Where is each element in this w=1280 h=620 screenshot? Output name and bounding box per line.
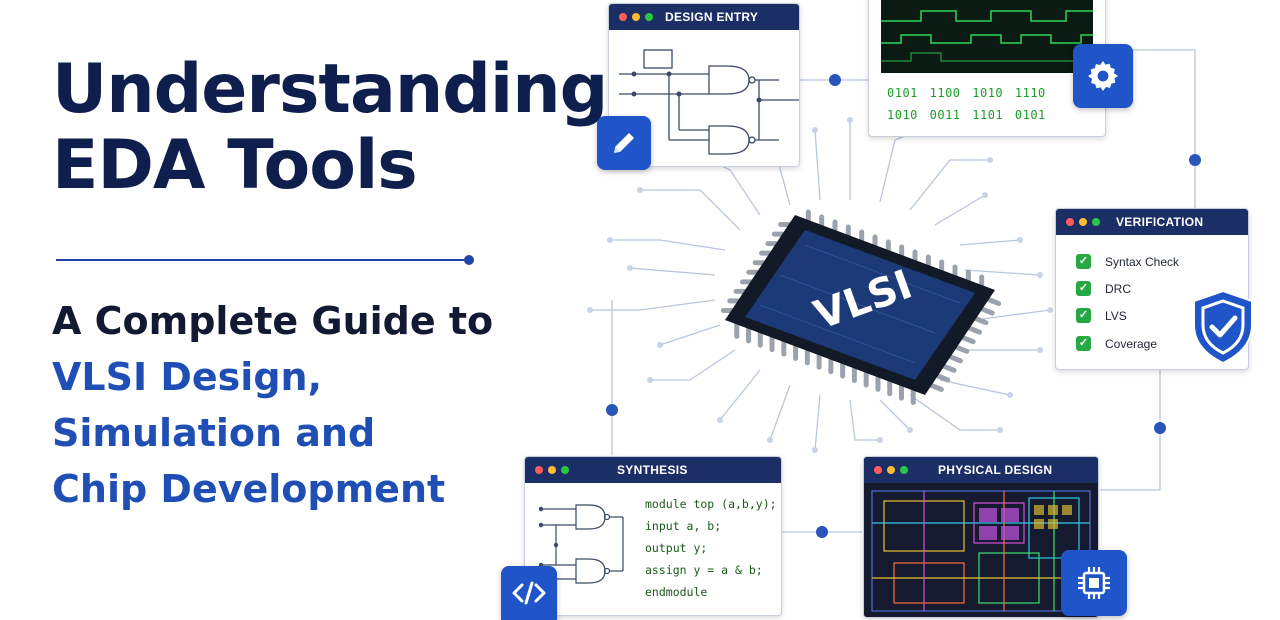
- title-line-1: Understanding: [52, 50, 608, 129]
- design-entry-titlebar: DESIGN ENTRY: [609, 4, 799, 30]
- design-entry-window: DESIGN ENTRY: [608, 3, 800, 167]
- verification-window: VERIFICATION ✓Syntax Check ✓DRC ✓LVS ✓Co…: [1055, 208, 1249, 370]
- chip-pin: [935, 373, 951, 383]
- chip-pin: [941, 363, 957, 373]
- title-line-2: EDA Tools: [52, 126, 418, 205]
- subtitle-line-2: VLSI Design,: [52, 355, 323, 399]
- code-line-3: output y;: [645, 541, 708, 555]
- title-divider: [56, 259, 468, 261]
- page-title: Understanding EDA Tools: [52, 50, 608, 205]
- cpu-icon: [1061, 550, 1127, 616]
- chip-pin: [954, 344, 970, 354]
- subtitle-line-3: Simulation and: [52, 411, 376, 455]
- subtitle: A Complete Guide to VLSI Design, Simulat…: [52, 293, 493, 517]
- check-item-coverage: ✓Coverage: [1076, 336, 1157, 351]
- pencil-icon: [597, 116, 651, 170]
- synthesis-window: SYNTHESIS module top (a,b,y); input a, b…: [524, 456, 782, 616]
- code-line-1: module top (a,b,y);: [645, 497, 777, 511]
- waveform-display: [881, 0, 1093, 73]
- subtitle-line-4: Chip Development: [52, 467, 446, 511]
- shield-check-icon: [1193, 289, 1253, 365]
- check-icon: ✓: [1076, 308, 1091, 323]
- code-line-5: endmodule: [645, 585, 708, 599]
- code-line-4: assign y = a & b;: [645, 563, 763, 577]
- physical-design-titlebar: PHYSICAL DESIGN: [864, 457, 1098, 483]
- physical-design-title: PHYSICAL DESIGN: [938, 463, 1053, 477]
- verification-titlebar: VERIFICATION: [1056, 209, 1248, 235]
- chip-pin: [979, 306, 995, 316]
- gear-icon: [1073, 44, 1133, 108]
- check-item-syntax: ✓Syntax Check: [1076, 254, 1179, 269]
- synthesis-title: SYNTHESIS: [617, 463, 688, 477]
- binary-row-2: 1010 0011 1101 0101: [887, 108, 1046, 122]
- chip-pin: [928, 382, 944, 392]
- design-entry-title: DESIGN ENTRY: [665, 10, 759, 24]
- divider-dot: [464, 255, 474, 265]
- check-item-lvs: ✓LVS: [1076, 308, 1127, 323]
- check-icon: ✓: [1076, 281, 1091, 296]
- check-icon: ✓: [1076, 254, 1091, 269]
- subtitle-line-1: A Complete Guide to: [52, 299, 494, 343]
- gate-schematic: [619, 49, 799, 155]
- code-icon: [501, 566, 557, 620]
- vlsi-chip: VLSI: [720, 209, 1002, 405]
- synthesis-titlebar: SYNTHESIS: [525, 457, 781, 483]
- chip-pin: [947, 354, 963, 364]
- chip-pin: [960, 335, 976, 345]
- check-item-drc: ✓DRC: [1076, 281, 1131, 296]
- verification-title: VERIFICATION: [1116, 215, 1204, 229]
- chip-pin: [986, 297, 1002, 307]
- chip-pin: [967, 325, 983, 335]
- chip-pin: [973, 316, 989, 326]
- simulation-window: 0101 1100 1010 1110 1010 0011 1101 0101: [868, 0, 1106, 137]
- binary-row-1: 0101 1100 1010 1110: [887, 86, 1046, 100]
- check-icon: ✓: [1076, 336, 1091, 351]
- code-line-2: input a, b;: [645, 519, 722, 533]
